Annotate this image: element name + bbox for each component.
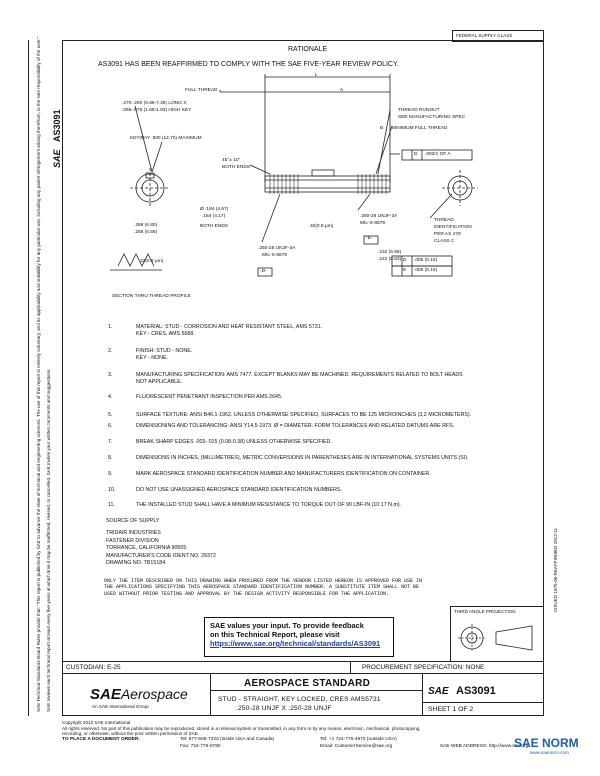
fcf-top-val: .003/1 OF A: [425, 152, 451, 157]
title-desc-1: STUD - STRAIGHT, KEY LOCKED, CRES AMS573…: [218, 696, 381, 703]
fcf-e-letter: E: [403, 268, 407, 273]
thread-id-1: THREAD: [434, 218, 454, 223]
thread-runout-2: SEE MANUFACTURING SPEC: [398, 115, 466, 120]
thread-right-2: MIL-S-8879: [360, 221, 386, 226]
b-label: B: [380, 126, 384, 131]
sidebar-legal-2: SAE reviews each technical report at lea…: [46, 368, 51, 712]
feedback-box: SAE values your input. To provide feedba…: [204, 617, 394, 657]
footer-copyright: Copyright 2012 SAE International: [62, 720, 131, 725]
left-side-strip: [28, 40, 62, 716]
thread-left-1: .250-28 UNJF-3A: [258, 246, 296, 251]
vendor-notice-line: THE APPLICATIONS SPECIFYING THIS AEROSPA…: [104, 584, 420, 591]
title-doc-number: AS3091: [456, 685, 496, 697]
logo-sae-text: SAE: [90, 686, 121, 703]
issue-dates: ISSUED 1975-06 REAFFIRMED 2012-11: [553, 527, 558, 612]
procurement-spec: PROCUREMENT SPECIFICATION: NONE: [362, 664, 485, 671]
thread-id-3: PER AS 478: [434, 232, 461, 237]
thread-id-2: IDENTIFICATION: [434, 225, 472, 230]
footer-tel: Tel: 877-606-7323 (inside USA and Canada…: [180, 737, 275, 742]
sheet-number: SHEET 1 OF 2: [428, 706, 474, 713]
footer-tel-2: Tel: +1 724-776-4970 (outside USA): [320, 737, 397, 742]
vendor-notice-line: ONLY THE ITEM DESCRIBED ON THIS DRAWING …: [104, 578, 423, 584]
finish-32-b: 32(0.8 μm): [140, 259, 164, 264]
title-divider: [62, 673, 544, 674]
footer-web: SAE WEB ADDRESS: http://www.sae.org: [440, 744, 529, 749]
title-divider-2: [210, 690, 422, 691]
footer-email: Email: CustomerService@sae.org: [320, 744, 393, 749]
vendor-notice-line: USED WITHOUT PRIOR TESTING AND APPROVAL …: [104, 590, 390, 597]
title-sae-small: SAE: [428, 686, 449, 697]
dia-184-1: Ø .184 (4.67): [200, 207, 229, 212]
footer-rights-2: recording, or otherwise, without the pri…: [62, 731, 200, 737]
rationale-text: AS3091 HAS BEEN REAFFIRMED TO COMPLY WIT…: [98, 61, 399, 68]
supply-line: MANUFACTURER'S CODE IDENT NO. 29372: [106, 552, 216, 559]
sae-aerospace-logo: SAEAerospace: [90, 686, 188, 704]
thread-left-2: MIL-S-8879: [262, 253, 288, 258]
logo-sub: An SAE International Group: [92, 704, 149, 709]
supply-line: TORRANCE, CALIFORNIA 90505: [106, 545, 187, 552]
footer-rights: All rights reserved. No part of this pub…: [62, 725, 421, 731]
footer-fax: Fax: 724-776-0790: [180, 744, 221, 749]
feedback-line-2: on this Technical Report, please visit: [210, 630, 340, 639]
thread-right-1: .250-28 UNJF-3A: [360, 214, 398, 219]
stud-drawing: [110, 74, 478, 277]
title-block: [62, 661, 544, 716]
min-full-thread: MINIMUM FULL THREAD: [392, 126, 448, 131]
chamfer-1: 45°± 10°: [222, 158, 241, 163]
standard-heading: AEROSPACE STANDARD: [244, 678, 371, 689]
thread-runout-1: THREAD RUNOUT: [398, 108, 440, 113]
footer-order: TO PLACE A DOCUMENT ORDER:: [62, 737, 140, 742]
third-angle-projection-icon: [458, 624, 533, 652]
dim-268-1: .268 (6.80): [134, 223, 158, 228]
supply-class-label: FEDERAL SUPPLY CLASS: [456, 33, 513, 38]
datum-d: -D-: [260, 269, 267, 274]
supply-title: SOURCE OF SUPPLY: [106, 518, 160, 524]
feedback-link[interactable]: https://www.sae.org/technical/standards/…: [210, 639, 381, 648]
dim-L: L: [315, 73, 318, 78]
dim-232-2: .222 (5.63): [378, 257, 402, 262]
supply-line: FASTENER DIVISION: [106, 537, 159, 544]
supply-class-box: [452, 30, 544, 42]
footer: Copyright 2012 SAE International All rig…: [62, 720, 544, 737]
watermark-sub: www.saenorm.com: [530, 750, 569, 755]
title-vline-3: [350, 661, 351, 673]
finish-32-a: 32(0.8 μm): [310, 224, 334, 229]
fcf-d-row: .006 (0.15): [414, 258, 438, 263]
fcf-top-d: D: [414, 152, 418, 157]
key-dims-1: .270-.290 (6.86-7.36) LONG X: [122, 101, 187, 106]
sidebar-legal-1: SAE Technical Standards Board Rules prov…: [36, 36, 41, 712]
thread-id-4: CLASS C: [434, 239, 455, 244]
title-desc-2: .250-28 UNJF X .250-28 UNJF: [236, 705, 332, 712]
supply-line: TRIDAIR INDUSTRIES: [106, 530, 161, 537]
fcf-e-row: .006 (0.15): [414, 268, 438, 273]
fcf-d-letter: D: [403, 258, 407, 263]
feedback-line-1: SAE values your input. To provide feedba…: [210, 621, 364, 630]
title-divider-3: [422, 702, 544, 703]
side-sae-logo: SAE: [52, 149, 62, 168]
dia-184-3: BOTH ENDS: [200, 224, 228, 229]
keyway-label: KEYWAY .500 (12.70) MAXIMUM: [130, 136, 202, 141]
watermark: SAE NORM: [514, 736, 579, 750]
title-vline-1: [210, 673, 211, 716]
custodian: CUSTODIAN: E-25: [66, 664, 121, 671]
title-vline-2: [422, 673, 423, 716]
supply-line: DRAWING NO. TB15184: [106, 560, 166, 567]
side-doc-number: AS3091: [52, 109, 62, 142]
vendor-notice: ONLY THE ITEM DESCRIBED ON THIS DRAWING …: [104, 578, 422, 597]
key-dims-2: .066-.076 (1.68-1.93) HIGH KEY: [122, 108, 192, 113]
source-of-supply: SOURCE OF SUPPLY TRIDAIR INDUSTRIES FAST…: [106, 518, 216, 567]
full-thread-label: FULL THREAD: [185, 88, 218, 93]
section-label: SECTION THRU THREAD PROFILE: [112, 294, 191, 299]
dim-268-2: .258 (6.56): [134, 230, 158, 235]
logo-aerospace-text: Aerospace: [120, 686, 188, 702]
dim-232-1: .232 (5.89): [378, 250, 402, 255]
datum-e: -E-: [366, 236, 373, 241]
rationale-label: RATIONALE: [288, 46, 328, 53]
chamfer-2: BOTH ENDS: [222, 165, 250, 170]
dia-184-2: .164 (4.17): [202, 214, 226, 219]
projection-label: THIRD ANGLE PROJECTION: [454, 609, 516, 614]
dim-A: A: [340, 88, 344, 93]
